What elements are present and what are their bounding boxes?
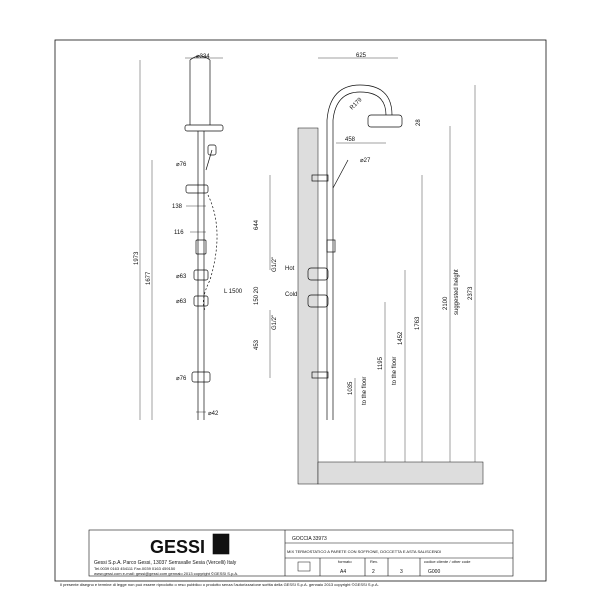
bottom-bracket	[191, 371, 211, 383]
label-hot: Hot	[285, 266, 295, 272]
dim-1677: 1677	[146, 271, 152, 285]
mixer-hot	[307, 267, 329, 281]
product-description: MIX TERMOSTATICO A PARETE CON SOFFIONE, …	[287, 549, 441, 554]
mixer-handle-bottom	[193, 295, 209, 307]
front-arm-top	[189, 55, 211, 61]
mixer-cold	[307, 294, 329, 308]
shower-head-side	[367, 114, 403, 128]
logo-block	[212, 533, 230, 555]
hose-path	[203, 194, 218, 311]
rev-value: 2	[372, 569, 375, 575]
dim-28: 28	[416, 119, 422, 126]
dim-hose-length: L 1500	[224, 289, 243, 295]
dim-644: 644	[254, 219, 260, 230]
gooseneck-outer	[326, 84, 393, 121]
shower-head-front	[184, 124, 224, 132]
dim-453: 453	[254, 339, 260, 350]
dim-138: 138	[172, 204, 183, 210]
outer-frame	[54, 39, 547, 582]
dim-1035: 1035	[348, 381, 354, 395]
gessi-logo: GESSI	[150, 537, 205, 557]
dim-150-20: 150 20	[254, 286, 260, 305]
dim-625: 625	[356, 53, 367, 59]
dim-r179: R179	[349, 97, 364, 112]
to-floor-2: to the floor	[392, 357, 398, 385]
dim-63-b: ⌀63	[176, 299, 187, 305]
dim-76-bottom: ⌀76	[176, 376, 187, 382]
dim-458: 458	[345, 137, 356, 143]
title-block-frame	[88, 529, 514, 577]
format-label: formato	[338, 559, 352, 564]
gooseneck-inner	[332, 91, 387, 121]
dim-1195: 1195	[378, 356, 384, 370]
dim-76-handshower: ⌀76	[176, 162, 187, 168]
dim-g12-bottom: G1/2"	[272, 315, 278, 330]
side-view	[269, 57, 484, 485]
rev-label: Rev.	[370, 559, 378, 564]
dim-116: 116	[174, 230, 184, 236]
side-handshower	[332, 159, 349, 189]
dim-1763: 1763	[415, 316, 421, 330]
company-line-1: Gessi S.p.A. Parco Gessi, 13037 Serraval…	[94, 560, 237, 566]
product-title: GOCCIA 33973	[292, 536, 327, 542]
dim-42: ⌀42	[208, 411, 219, 417]
mixer-handle-top	[193, 269, 209, 281]
lower-bracket	[311, 371, 329, 379]
suggested-height: suggested height	[454, 269, 460, 315]
dim-2373: 2373	[468, 286, 474, 300]
front-view	[139, 55, 224, 420]
code-label: codice cliente / other code	[424, 559, 471, 564]
handshower	[205, 149, 213, 171]
label-cold: Cold	[285, 292, 297, 298]
wall-section	[297, 127, 319, 485]
diverter	[195, 239, 207, 255]
dim-334: ⌀334	[196, 54, 210, 60]
floor-section	[317, 461, 484, 485]
company-line-2: Tel.0039 0163 454111 Fax.0039 0163 45915…	[94, 566, 176, 571]
dim-2100: 2100	[443, 296, 449, 310]
dim-1452: 1452	[398, 331, 404, 345]
company-line-3: www.gessi.com e-mail: gessi@gessi.com ge…	[94, 571, 238, 576]
format-value: A4	[340, 569, 346, 575]
dim-63-a: ⌀63	[176, 274, 187, 280]
side-diverter	[326, 239, 336, 253]
dim-1973: 1973	[134, 251, 140, 265]
top-bracket	[311, 174, 329, 182]
dim-27: ⌀27	[360, 158, 371, 164]
code-value: G000	[428, 569, 440, 575]
to-floor-1: to the floor	[362, 377, 368, 405]
handshower-head	[207, 144, 217, 156]
dim-g12-top: G1/2"	[272, 257, 278, 272]
title-block	[88, 529, 514, 577]
format-icon	[297, 561, 311, 572]
handshower-holder	[185, 184, 209, 194]
sheet-value: 3	[400, 569, 403, 575]
footer-note: Il presente disegno e termine di legge n…	[60, 582, 379, 587]
